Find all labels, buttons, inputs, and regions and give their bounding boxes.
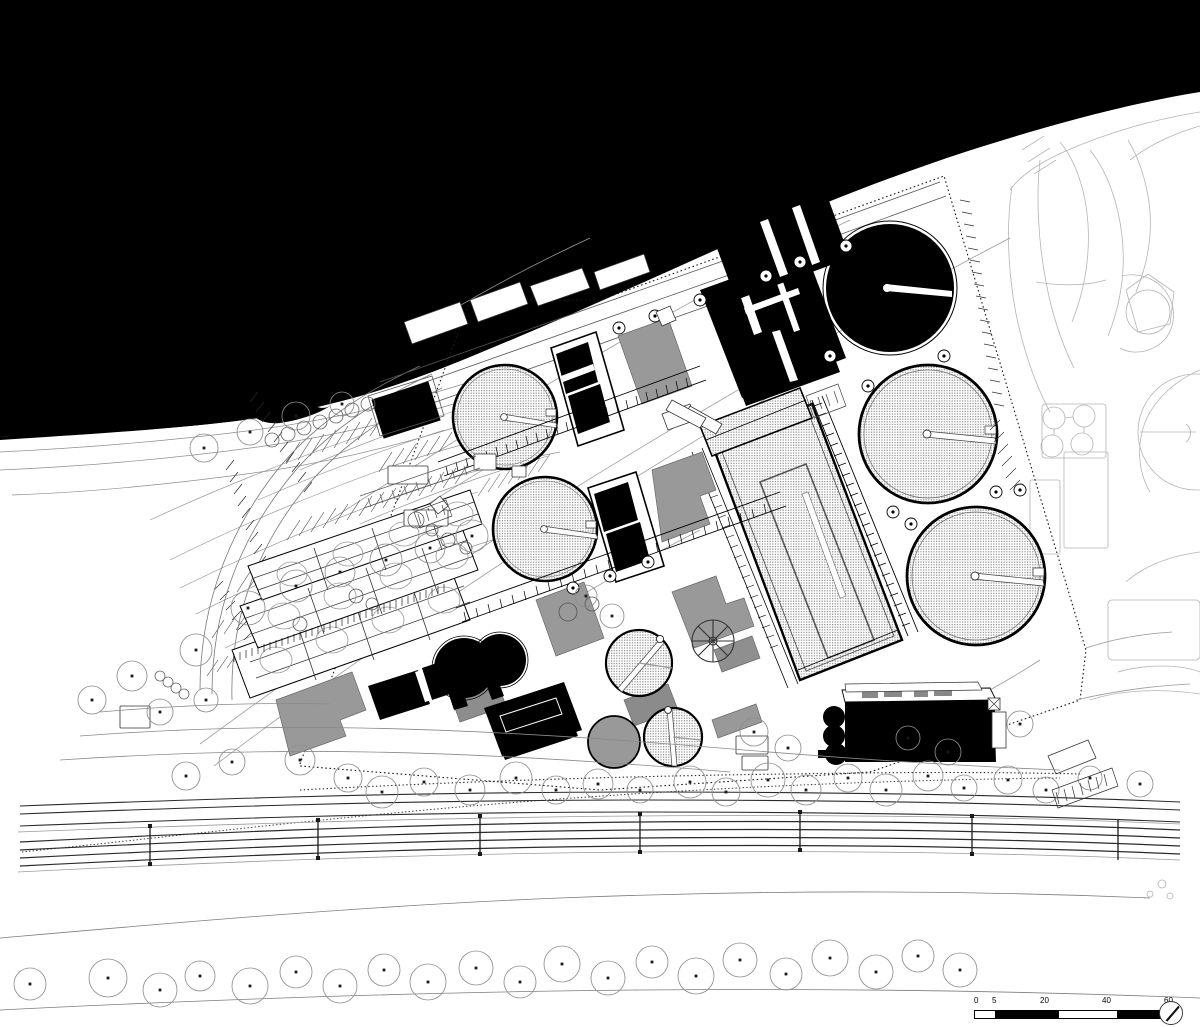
scale-tick-20: 20 [1040, 996, 1049, 1005]
clarifier-tank [604, 628, 674, 698]
basin-channel-bands [691, 395, 919, 689]
north-arrow-icon [1159, 1001, 1183, 1025]
rect-tank-row-north [550, 330, 625, 448]
clarifier-group-east [822, 220, 1047, 647]
scale-tick-5: 5 [992, 996, 997, 1005]
rect-tank-row-mid [587, 470, 665, 584]
east-site-edge [1075, 631, 1191, 701]
clarifier-tank [642, 706, 704, 768]
scale-bar-labels: 0 5 20 40 60 [968, 996, 1200, 1008]
north-shore-structures [403, 253, 651, 345]
black-roof-building-center [484, 682, 582, 760]
right-boundary-hatch [1021, 135, 1057, 175]
scale-bar: 0 5 20 40 60 [968, 996, 1200, 1027]
south-woodland [13, 939, 978, 1008]
black-roof-building-south [841, 681, 1007, 762]
south-fence-dotted [21, 771, 1081, 853]
south-greenbelt-edge [0, 891, 1200, 1011]
clarifier-tank [491, 475, 599, 583]
black-roof-building-small [368, 658, 462, 720]
clarifier-tank [905, 505, 1047, 647]
tree-canopies [77, 391, 1154, 809]
scale-seg-20-40 [1058, 1010, 1118, 1019]
digester-small-black [818, 706, 847, 765]
scale-tick-60: 60 [1164, 996, 1173, 1005]
shore-bollards [154, 396, 376, 700]
gray-circular-tank [587, 715, 641, 769]
misc-small-structures [119, 305, 1097, 775]
scale-tick-0: 0 [974, 996, 979, 1005]
scale-seg-0-5 [974, 1010, 996, 1019]
aeration-basin-main [698, 386, 904, 682]
clarifier-tank [451, 363, 559, 471]
clarifier-group-west [451, 363, 599, 583]
scale-seg-5-20 [996, 1010, 1058, 1019]
south-access-road [59, 703, 1061, 773]
rect-tank-black-small [367, 375, 445, 439]
railway-tracks [17, 791, 1181, 873]
thickener-wheel [691, 619, 735, 663]
east-embankment-hatch [959, 199, 1021, 491]
black-roof-building-north [700, 198, 850, 406]
water-body-river [0, 0, 1200, 440]
clarifier-tank [857, 363, 999, 505]
site-boundary [299, 175, 1087, 791]
parking-strip [359, 455, 481, 509]
ramp-structure [1051, 767, 1119, 809]
covered-tank-black [822, 220, 958, 356]
equipment-grid-plots [413, 383, 847, 529]
adjacent-plant-context [1008, 111, 1200, 900]
small-equipment-circles [292, 511, 600, 632]
scale-tick-40: 40 [1102, 996, 1111, 1005]
pipe-corridor [437, 239, 1027, 623]
